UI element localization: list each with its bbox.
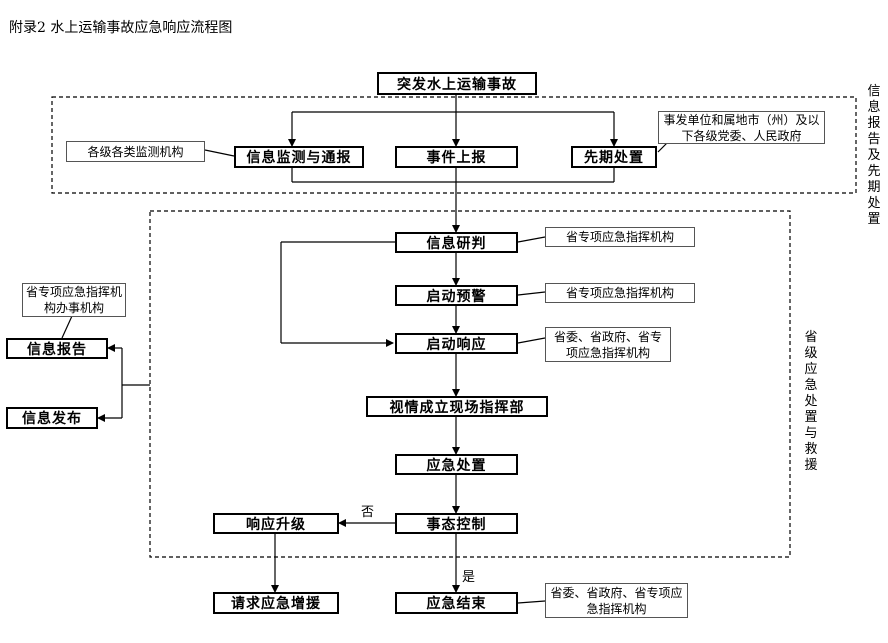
node-info-publish-label: 信息发布 [22, 411, 82, 427]
note-end-org: 省委、省政府、省专项应急指挥机构 [545, 583, 688, 618]
node-control-label: 事态控制 [426, 516, 487, 533]
node-disposal-label: 应急处置 [426, 457, 487, 474]
node-reinforce: 请求应急增援 [213, 592, 339, 614]
region-middle-frame [149, 210, 791, 558]
node-report-label: 事件上报 [426, 150, 487, 166]
node-first-response-label: 先期处置 [584, 150, 644, 166]
node-start: 突发水上运输事故 [377, 72, 537, 95]
node-info-publish: 信息发布 [6, 407, 98, 429]
node-report: 事件上报 [395, 146, 518, 168]
node-monitor-label: 信息监测与通报 [246, 150, 352, 166]
node-first-response: 先期处置 [571, 146, 657, 168]
node-research-label: 信息研判 [426, 235, 487, 252]
node-response: 启动响应 [395, 333, 518, 354]
note-warning-org: 省专项应急指挥机构 [545, 283, 695, 303]
node-info-report: 信息报告 [6, 338, 108, 359]
note-research-org: 省专项应急指挥机构 [545, 227, 695, 247]
node-command-label: 视情成立现场指挥部 [389, 399, 525, 416]
node-end: 应急结束 [395, 592, 518, 614]
node-command: 视情成立现场指挥部 [366, 396, 548, 417]
node-end-label: 应急结束 [426, 596, 487, 612]
node-warning-label: 启动预警 [426, 288, 487, 305]
node-info-report-label: 信息报告 [27, 341, 87, 358]
edge-label-no: 否 [361, 505, 375, 520]
note-response-org: 省委、省政府、省专项应急指挥机构 [545, 327, 671, 362]
note-info-office: 省专项应急指挥机构办事机构 [22, 283, 126, 317]
note-first-response-orgs: 事发单位和属地市（州）及以下各级党委、人民政府 [658, 111, 825, 144]
region-top-frame [51, 96, 857, 194]
node-upgrade-label: 响应升级 [246, 516, 306, 533]
node-reinforce-label: 请求应急增援 [231, 596, 321, 612]
node-monitor: 信息监测与通报 [234, 146, 364, 168]
node-warning: 启动预警 [395, 285, 518, 306]
node-disposal: 应急处置 [395, 454, 518, 475]
region-label-top: 信息报告及先期处置 [867, 84, 881, 227]
node-response-label: 启动响应 [426, 336, 487, 353]
edge-label-yes: 是 [462, 570, 476, 585]
note-monitor-orgs: 各级各类监测机构 [66, 141, 205, 162]
node-start-label: 突发水上运输事故 [397, 76, 517, 93]
node-research: 信息研判 [395, 232, 518, 253]
node-control: 事态控制 [395, 513, 518, 534]
page-title: 附录2 水上运输事故应急响应流程图 [9, 20, 233, 36]
node-upgrade: 响应升级 [213, 513, 339, 534]
region-label-middle: 省级应急处置与救援 [804, 330, 818, 473]
